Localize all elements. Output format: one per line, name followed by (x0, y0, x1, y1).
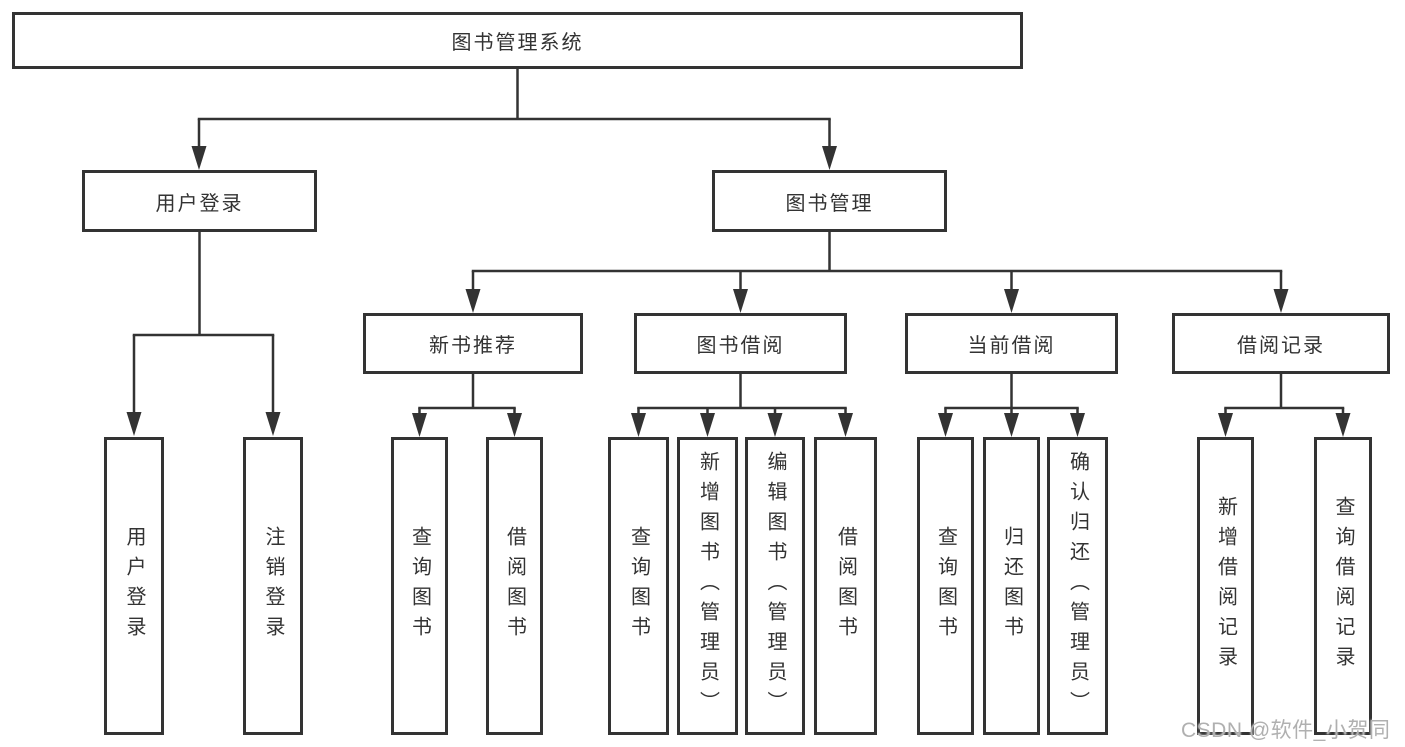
leaf-user-login: 用户登录 (104, 437, 164, 735)
node-book-borrow: 图书借阅 (634, 313, 847, 374)
leaf-return-books: 归还图书 (983, 437, 1040, 735)
connector-new-book-recommend (412, 374, 522, 437)
leaf-logout: 注销登录 (243, 437, 303, 735)
leaf-edit-books-admin: 编辑图书（管理员） (745, 437, 805, 735)
leaf-label: 查询借阅记录 (1332, 496, 1354, 676)
leaf-label: 借阅图书 (503, 526, 526, 646)
leaf-query-books-current: 查询图书 (917, 437, 974, 735)
connector-current-borrow (938, 374, 1085, 437)
leaf-label: 用户登录 (123, 526, 145, 646)
leaf-confirm-return-admin: 确认归还（管理员） (1047, 437, 1108, 735)
connector-borrow-records (1218, 374, 1351, 437)
leaf-label: 查询图书 (934, 526, 957, 646)
connector-root (191, 68, 837, 170)
connector-book-management (465, 232, 1289, 313)
node-borrow-records: 借阅记录 (1172, 313, 1390, 374)
leaf-query-borrow-record: 查询借阅记录 (1314, 437, 1372, 735)
leaf-add-books-admin: 新增图书（管理员） (677, 437, 738, 735)
leaf-query-books-recommend: 查询图书 (391, 437, 448, 735)
leaf-label: 新增图书（管理员） (696, 451, 719, 721)
leaf-label: 编辑图书（管理员） (764, 451, 786, 721)
leaf-label: 确认归还（管理员） (1066, 451, 1089, 721)
root-node: 图书管理系统 (12, 12, 1023, 69)
leaf-label: 归还图书 (1000, 526, 1023, 646)
csdn-watermark: CSDN @软件_小贺同学 (1181, 719, 1391, 742)
connector-book-borrow (631, 374, 853, 437)
leaf-borrow-books-recommend: 借阅图书 (486, 437, 543, 735)
node-new-book-recommend: 新书推荐 (363, 313, 583, 374)
leaf-add-borrow-record: 新增借阅记录 (1197, 437, 1254, 735)
node-user-login: 用户登录 (82, 170, 317, 232)
leaf-label: 新增借阅记录 (1214, 496, 1237, 676)
leaf-label: 注销登录 (262, 526, 284, 646)
leaf-query-books-borrow: 查询图书 (608, 437, 669, 735)
leaf-borrow-books: 借阅图书 (814, 437, 877, 735)
connector-user-login (126, 232, 281, 436)
leaf-label: 借阅图书 (834, 526, 857, 646)
node-current-borrow: 当前借阅 (905, 313, 1118, 374)
node-book-management: 图书管理 (712, 170, 947, 232)
leaf-label: 查询图书 (627, 526, 650, 646)
leaf-label: 查询图书 (408, 526, 431, 646)
